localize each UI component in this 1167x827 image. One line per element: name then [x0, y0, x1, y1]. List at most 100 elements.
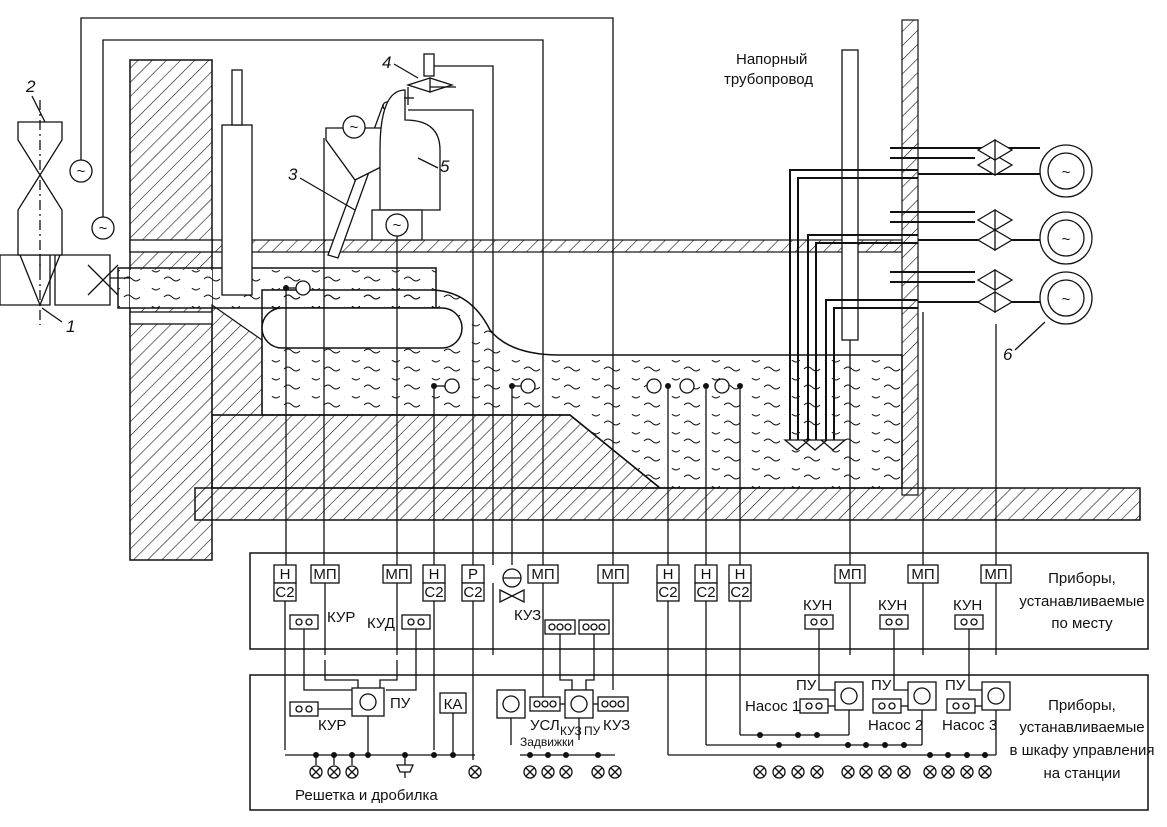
svg-text:МП: МП — [984, 566, 1007, 583]
svg-text:ПУ: ПУ — [945, 677, 966, 694]
panel-control-cabinet — [249, 674, 1149, 811]
svg-text:С2: С2 — [424, 584, 443, 601]
svg-text:Р: Р — [468, 566, 478, 583]
switch-kun-1: КУН — [803, 597, 834, 630]
switch-kun-3: КУН — [953, 597, 984, 630]
crusher-column — [221, 124, 253, 296]
onsite-instrument-h-c2: Н С2 — [422, 564, 446, 602]
onsite-instrument-mp: МП — [980, 564, 1012, 584]
label-num-1: 1 — [66, 317, 75, 336]
crusher-device — [17, 100, 63, 270]
svg-text:КУН: КУН — [953, 597, 982, 614]
cabinet-pump-2-control: ПУ Насос 2 — [868, 665, 937, 745]
svg-text:Приборы,: Приборы, — [1048, 697, 1116, 714]
svg-text:~: ~ — [1062, 164, 1071, 181]
onsite-instrument-mp: МП — [834, 564, 866, 584]
svg-text:Насос 1: Насос 1 — [745, 698, 800, 715]
onsite-instrument-mp: МП — [597, 564, 629, 584]
panel-on-site-title: Приборы, устанавливаемые по месту — [1019, 570, 1144, 632]
svg-text:Н: Н — [280, 566, 291, 583]
inlet-channel — [117, 267, 437, 309]
onsite-instrument-mp: МП — [382, 564, 412, 584]
pump-lamps — [753, 765, 992, 779]
footer-label: Решетка и дробилка — [295, 787, 438, 804]
svg-text:устанавливаемые: устанавливаемые — [1019, 593, 1144, 610]
bell-icon — [396, 764, 414, 778]
panel-control-cabinet-title: Приборы, устанавливаемые в шкафу управле… — [1009, 697, 1154, 782]
pump-row-1: ~ — [890, 138, 1093, 198]
svg-text:Задвижки: Задвижки — [520, 735, 574, 749]
svg-text:~: ~ — [1062, 291, 1071, 308]
svg-text:КУЗ: КУЗ — [603, 717, 630, 734]
svg-text:КУН: КУН — [878, 597, 907, 614]
onsite-instrument-p-c2: Р С2 — [461, 564, 485, 602]
left-wall — [129, 59, 213, 561]
svg-text:Н: Н — [701, 566, 712, 583]
inlet-wall-wedge — [211, 303, 263, 416]
svg-text:МП: МП — [601, 566, 624, 583]
svg-text:КУР: КУР — [327, 609, 355, 626]
switch-kur-local: КУР — [289, 609, 355, 630]
svg-text:КУД: КУД — [367, 615, 395, 632]
panel-interconnections — [284, 583, 997, 760]
svg-text:Н: Н — [735, 566, 746, 583]
label-num-3: 3 — [288, 165, 298, 184]
svg-text:МП: МП — [911, 566, 934, 583]
svg-text:ПУ: ПУ — [584, 724, 601, 738]
switch-kuz-local: КУЗ — [514, 607, 610, 635]
svg-text:на станции: на станции — [1044, 765, 1121, 782]
valve-actuator-icon — [499, 568, 525, 604]
right-wall — [901, 19, 919, 496]
svg-text:С2: С2 — [696, 584, 715, 601]
svg-text:в шкафу управления: в шкафу управления — [1009, 742, 1154, 759]
svg-text:устанавливаемые: устанавливаемые — [1019, 719, 1144, 736]
svg-text:КУР: КУР — [318, 717, 346, 734]
svg-text:С2: С2 — [275, 584, 294, 601]
svg-text:КА: КА — [444, 696, 463, 713]
cabinet-grate-control: ПУ КУР КА — [285, 660, 475, 765]
svg-text:МП: МП — [531, 566, 554, 583]
svg-text:КУН: КУН — [803, 597, 832, 614]
valve-4 — [404, 53, 456, 105]
svg-text:Н: Н — [663, 566, 674, 583]
cabinet-valve-control: УСЛ КУЗ ПУ КУЗ Задвижки — [496, 655, 630, 779]
svg-text:~: ~ — [1062, 231, 1071, 248]
svg-text:УСЛ: УСЛ — [530, 717, 560, 734]
svg-text:~: ~ — [393, 217, 402, 234]
onsite-instrument-mp: МП — [907, 564, 939, 584]
svg-text:С2: С2 — [463, 584, 482, 601]
cabinet-pump-3-control: ПУ Насос 3 — [942, 665, 1011, 755]
svg-text:Приборы,: Приборы, — [1048, 570, 1116, 587]
switch-kud-local: КУД — [367, 614, 431, 632]
onsite-instrument-mp: МП — [527, 564, 559, 584]
pump-row-3: ~ — [890, 268, 1093, 325]
pressure-pipeline — [841, 49, 859, 341]
label-num-4: 4 — [382, 53, 391, 72]
svg-text:~: ~ — [350, 119, 359, 136]
svg-text:~: ~ — [77, 163, 86, 180]
cabinet-pump-1-control: ПУ Насос 1 — [745, 665, 864, 735]
lamp-icon — [309, 765, 482, 779]
switch-kun-2: КУН — [878, 597, 909, 630]
svg-text:МП: МП — [838, 566, 861, 583]
onsite-instrument-h-c2: Н С2 — [694, 564, 718, 602]
svg-text:КУЗ: КУЗ — [514, 607, 541, 624]
svg-text:ПУ: ПУ — [390, 695, 411, 712]
svg-text:по месту: по месту — [1051, 615, 1113, 632]
pipeline-label-line2: трубопровод — [724, 71, 813, 88]
svg-text:С2: С2 — [658, 584, 677, 601]
unit-5-body — [379, 89, 441, 211]
label-num-6: 6 — [1003, 345, 1013, 364]
svg-text:ПУ: ПУ — [871, 677, 892, 694]
signal-lines — [80, 17, 997, 565]
onsite-instrument-h-c2: Н С2 — [273, 564, 297, 602]
svg-text:КУЗ: КУЗ — [560, 724, 582, 738]
pipeline-label-line1: Напорный — [736, 51, 807, 68]
onsite-instrument-mp: МП — [310, 564, 340, 584]
svg-text:МП: МП — [313, 566, 336, 583]
level-sensors — [283, 280, 743, 394]
svg-text:~: ~ — [99, 220, 108, 237]
motor-circle — [342, 115, 366, 139]
pump-bus-lines — [668, 732, 996, 758]
